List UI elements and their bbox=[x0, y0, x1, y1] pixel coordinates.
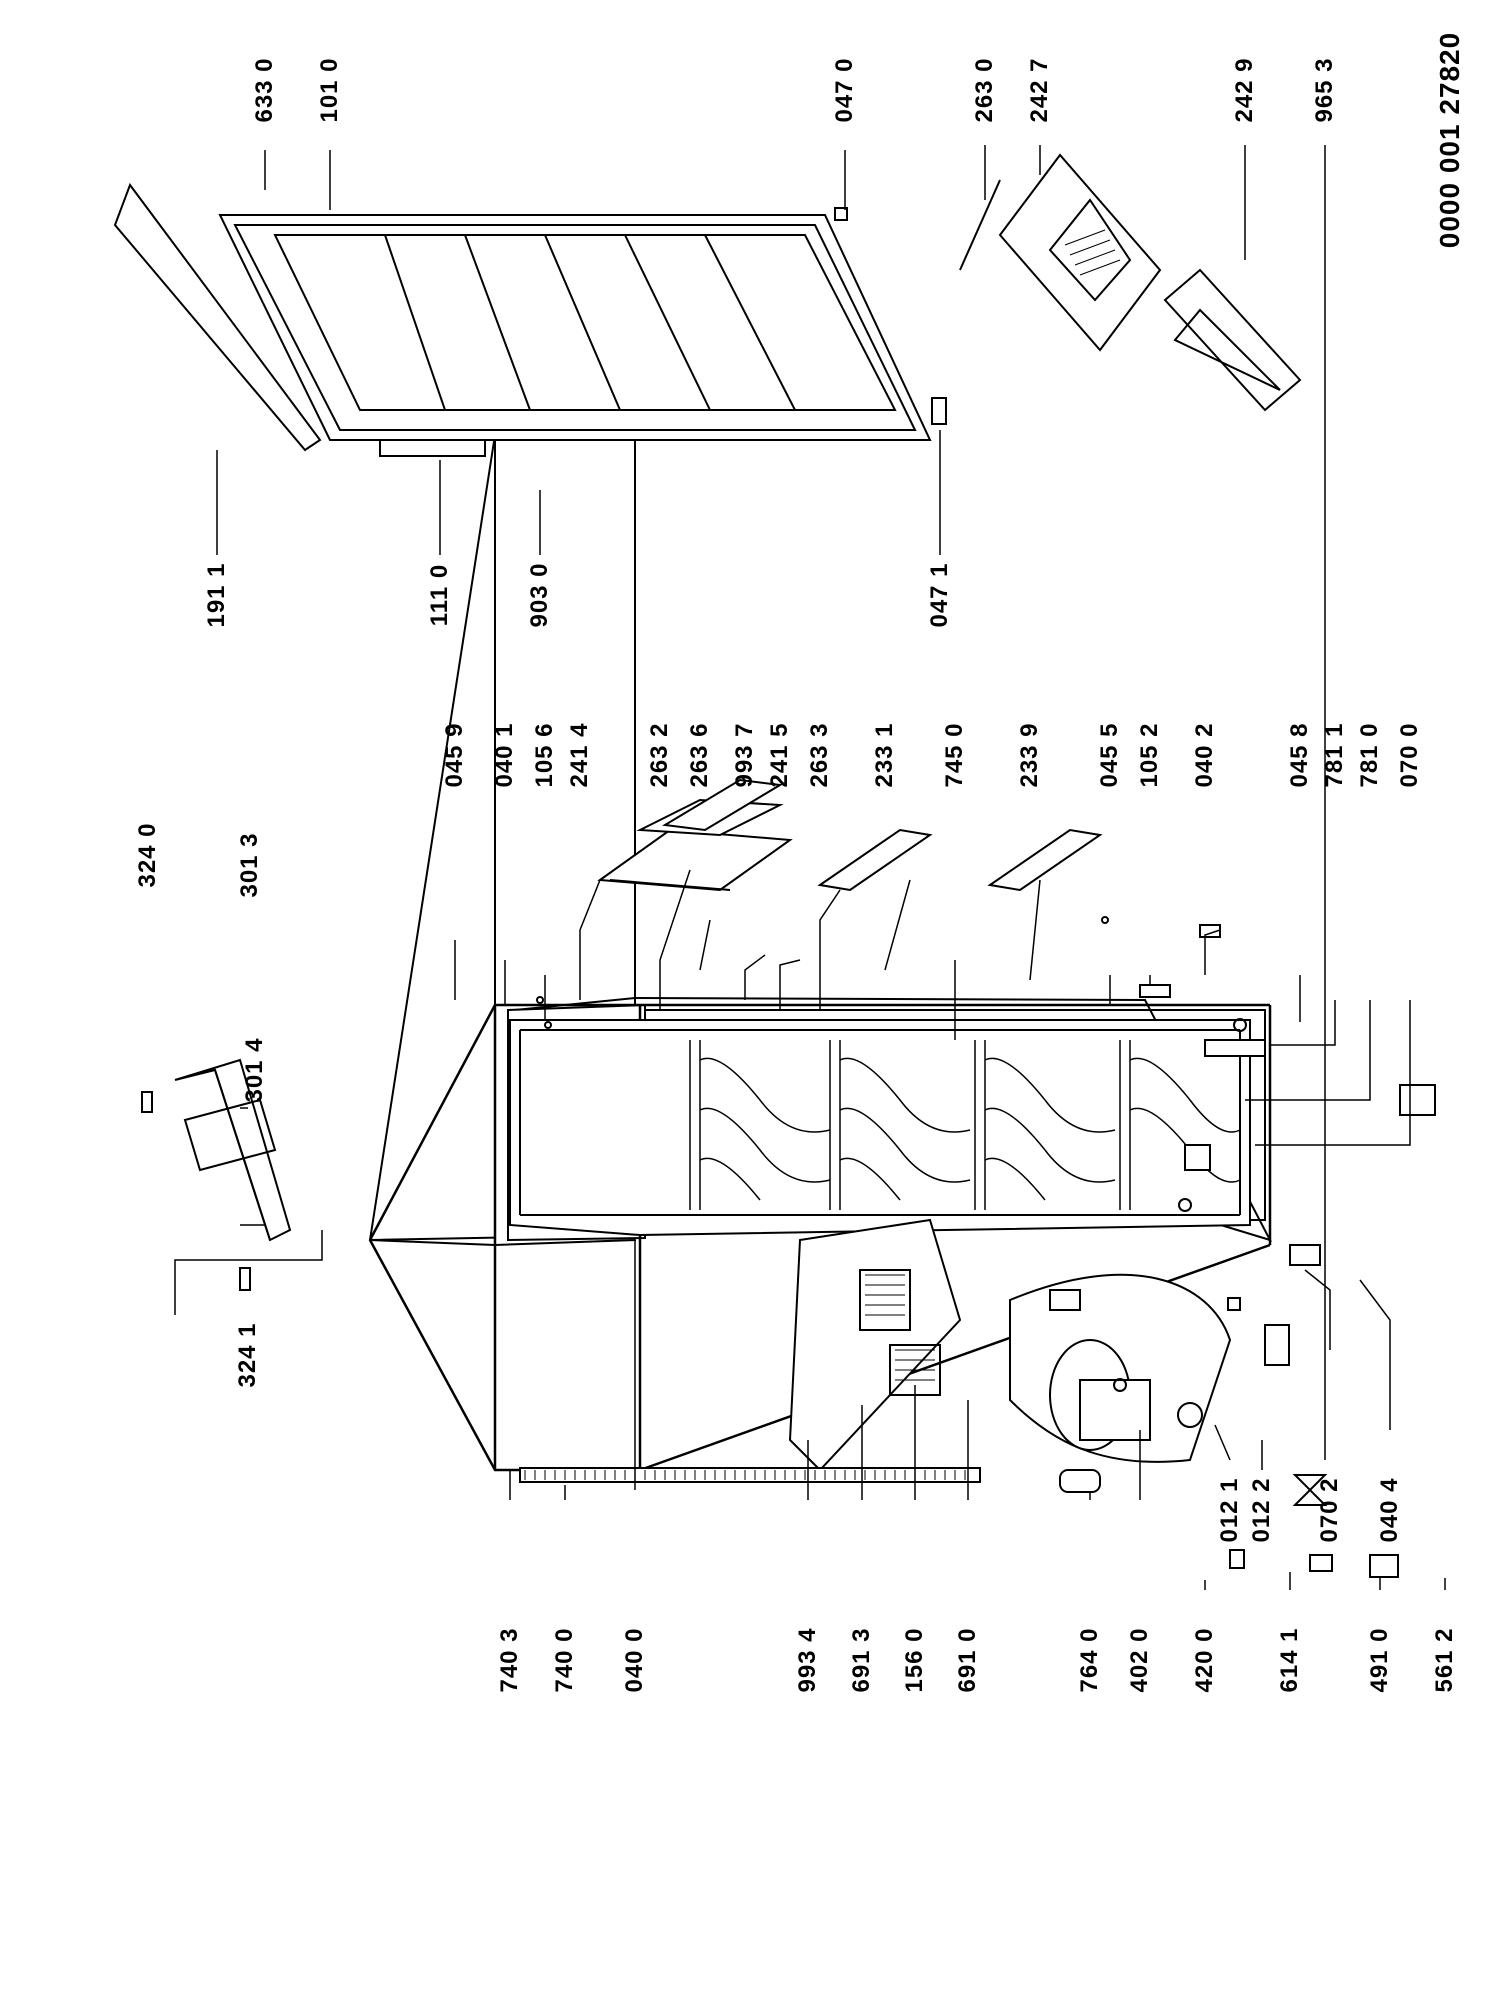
leader-lines bbox=[174, 145, 1446, 1590]
condenser bbox=[519, 1467, 1101, 1493]
compressor-compartment bbox=[1009, 1273, 1232, 1463]
loose-small-parts bbox=[536, 916, 1436, 1578]
door-assembly bbox=[113, 182, 947, 457]
adjustable-foot bbox=[1292, 1474, 1328, 1506]
top-panel-parts bbox=[141, 1058, 292, 1291]
shelf-rails bbox=[597, 778, 1266, 1057]
evaporator-shelves bbox=[689, 1040, 1241, 1210]
control-panel-assembly bbox=[788, 1218, 962, 1472]
drawers bbox=[959, 153, 1302, 412]
